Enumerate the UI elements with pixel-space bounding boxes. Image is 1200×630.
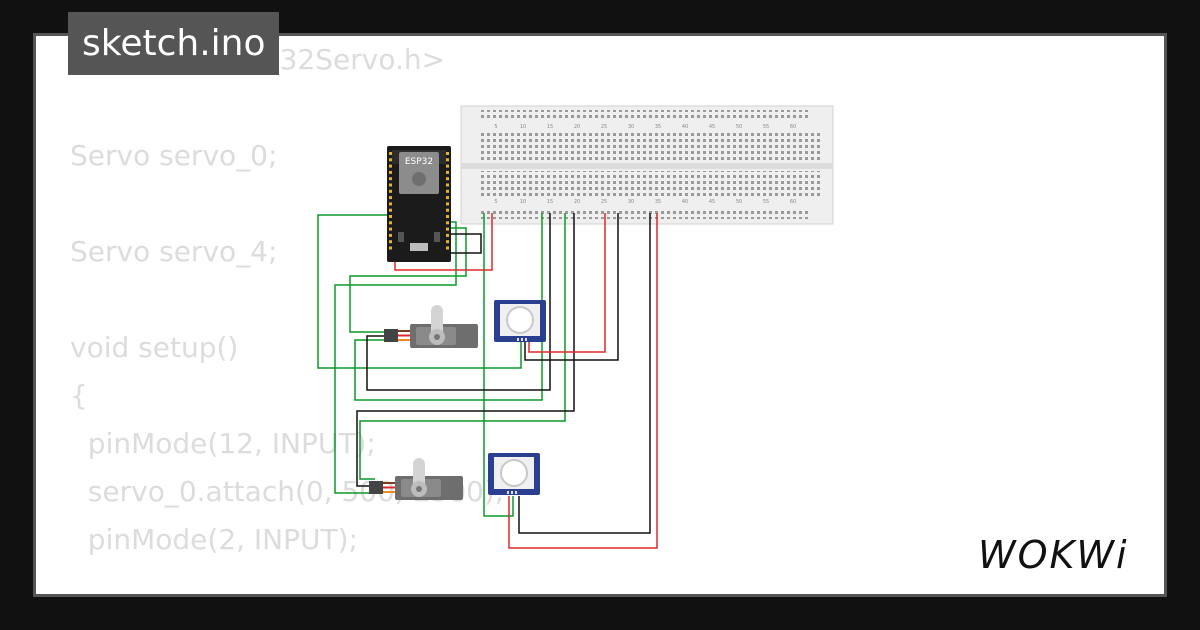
wire-green (317, 214, 522, 369)
breadboard-column-number: 20 (574, 124, 580, 130)
esp32-pin (446, 158, 449, 162)
wire-red (394, 213, 493, 271)
pir-dome-icon (500, 459, 528, 487)
code-line: Servo servo_0; (70, 139, 278, 172)
wire-green (483, 213, 514, 517)
pir-sensor-1 (494, 300, 546, 342)
esp32-pin (389, 196, 392, 200)
breadboard-column-number: 10 (520, 124, 526, 130)
esp32-pin (389, 208, 392, 212)
breadboard-column-number: 35 (655, 199, 661, 205)
wokwi-logo: WOKWi (978, 533, 1129, 577)
pir-sensor-2 (488, 453, 540, 495)
wire-green (334, 221, 457, 494)
breadboard-column-number: 15 (547, 199, 553, 205)
esp32-pin (389, 215, 392, 218)
espressif-logo-icon (412, 172, 426, 186)
servo-connector (369, 481, 383, 494)
esp32-label: ESP32 (405, 157, 433, 167)
esp32-pin (446, 189, 449, 193)
esp32-pin (389, 170, 392, 174)
breadboard-column-number: 25 (601, 199, 607, 205)
breadboard-column-number: 45 (709, 199, 715, 205)
breadboard-column-number: 40 (682, 199, 688, 205)
servo-motor-1 (384, 305, 478, 348)
esp32-pin (446, 196, 449, 200)
breadboard-column-number: 30 (628, 199, 634, 205)
esp32-pin (446, 202, 449, 206)
breadboard-column-number: 50 (736, 124, 742, 130)
esp32-pin (389, 246, 392, 250)
code-line: pinMode(2, INPUT); (70, 523, 358, 556)
esp32-pin (446, 164, 449, 168)
esp32-pin (446, 177, 449, 181)
wire-red (508, 213, 658, 549)
esp32-pin (389, 183, 392, 187)
esp32-pin (389, 202, 392, 206)
esp32-pin (389, 189, 392, 193)
breadboard-column-number: 30 (628, 124, 634, 130)
breadboard-column-number: 40 (682, 124, 688, 130)
esp32-board: ESP32 (387, 146, 451, 262)
reset-button-icon (434, 232, 440, 242)
esp32-pin (389, 177, 392, 181)
esp32-pin (389, 164, 392, 168)
code-line: Servo servo_4; (70, 235, 278, 268)
esp32-pin (446, 183, 449, 187)
usb-port-icon (410, 243, 428, 251)
wire-black (524, 213, 619, 361)
breadboard-column-number: 5 (494, 124, 497, 130)
esp32-pin (446, 233, 449, 237)
esp32-pin (446, 240, 449, 244)
servo-motor-2 (369, 458, 463, 500)
breadboard-column-number: 5 (494, 199, 497, 205)
esp32-pin (446, 227, 449, 231)
esp32-pin (446, 170, 449, 174)
esp32-pin (389, 221, 392, 225)
esp32-pin (389, 233, 392, 237)
pir-dome-icon (506, 306, 534, 334)
breadboard-column-number: 25 (601, 124, 607, 130)
wire-black (366, 213, 551, 391)
breadboard-column-number: 50 (736, 199, 742, 205)
wire-red (528, 213, 606, 353)
breadboard-column-number: 45 (709, 124, 715, 130)
file-tab-title: sketch.ino (68, 12, 280, 75)
breadboard-column-number: 55 (763, 124, 769, 130)
breadboard-column-number: 10 (520, 199, 526, 205)
breadboard-column-number: 35 (655, 124, 661, 130)
breadboard-column-number: 55 (763, 199, 769, 205)
wire-black (518, 213, 651, 534)
breadboard-column-number: 15 (547, 124, 553, 130)
code-line: { (70, 379, 88, 412)
esp32-pin (446, 246, 449, 250)
code-line: pinMode(12, INPUT); (70, 427, 376, 460)
code-line: servo_0.attach(0, 500, 2500); (70, 475, 505, 508)
esp32-pin (389, 152, 392, 155)
code-line: void setup() (70, 331, 239, 364)
esp32-pin (446, 215, 449, 218)
esp32-pin (446, 152, 449, 155)
servo-connector (384, 329, 398, 342)
breadboard-column-number: 20 (574, 199, 580, 205)
breadboard-column-number: 60 (790, 199, 796, 205)
wire-black (447, 233, 482, 254)
boot-button-icon (398, 232, 404, 242)
esp32-pin (446, 208, 449, 212)
wire-black (356, 213, 575, 487)
breadboard: 5 10 15 20 25 30 35 40 45 50 55 60 5 10 15 20 25 30 35 40 4… (460, 105, 834, 225)
breadboard-column-number: 60 (790, 124, 796, 130)
esp32-pin (389, 227, 392, 231)
wire-green (349, 227, 467, 333)
wokwi-logo-text: WOKWi (978, 533, 1129, 577)
wires (317, 213, 658, 549)
esp32-pin (446, 221, 449, 225)
esp32-pin (389, 240, 392, 244)
esp32-pin (389, 158, 392, 162)
